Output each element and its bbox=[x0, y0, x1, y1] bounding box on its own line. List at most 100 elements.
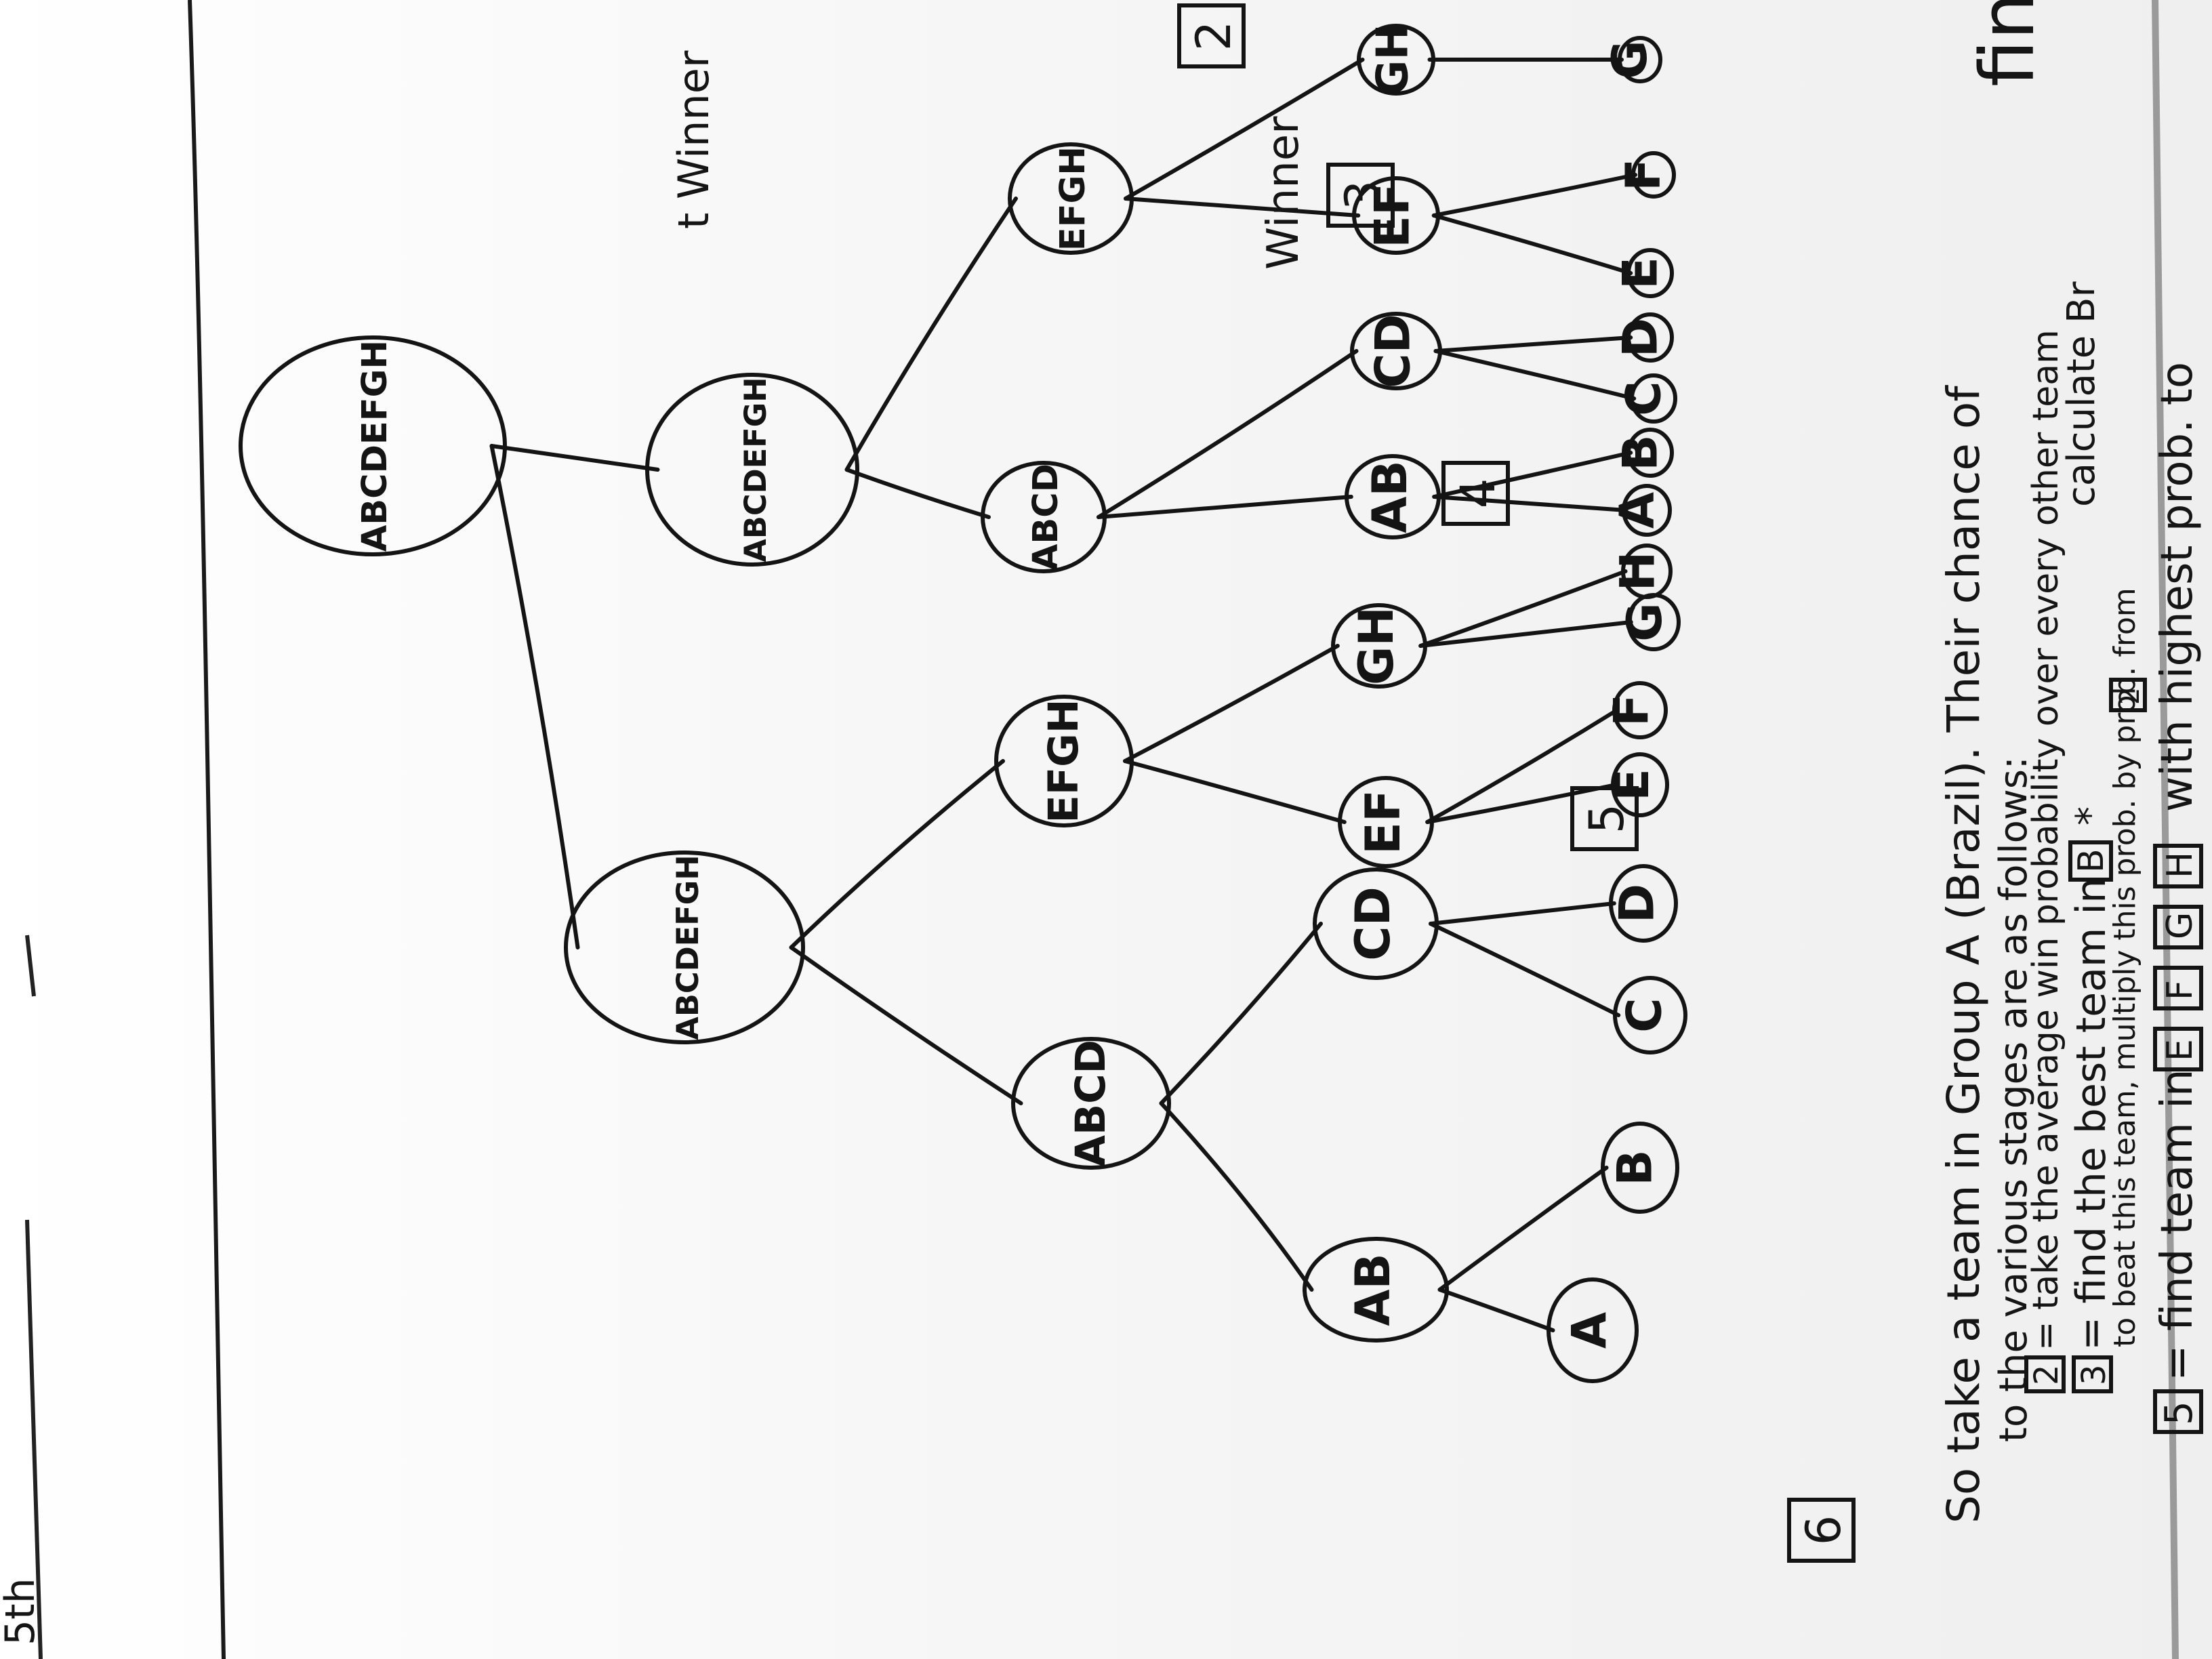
bracket-link bbox=[1429, 922, 1621, 1017]
bracket-link bbox=[1431, 213, 1633, 275]
bracket-node-label: ABCD bbox=[1067, 1040, 1115, 1167]
bracket-link bbox=[1425, 708, 1619, 824]
bracket-node-l3h: GH bbox=[1357, 24, 1435, 96]
svg-text:= find the best team in: = find the best team in bbox=[2068, 878, 2115, 1351]
svg-text:3: 3 bbox=[2075, 1364, 2113, 1385]
note-box-F bbox=[2153, 966, 2203, 1010]
note-line-1: So take a team in Group A (Brazil). Thei… bbox=[1938, 385, 1990, 1523]
left-fragment: 5th bbox=[0, 1578, 44, 1645]
board-edge-line bbox=[188, 0, 226, 1659]
bracket-node-label: G bbox=[1602, 40, 1658, 79]
bracket-node-label: CD bbox=[1366, 314, 1421, 388]
bracket-node-label: CD bbox=[1345, 886, 1401, 960]
stage-labels: 6 5 4 3 2 bbox=[1177, 3, 1856, 1563]
bracket-link bbox=[1418, 620, 1633, 648]
note-line-5: to beat this team, multiply this prob. b… bbox=[2108, 588, 2147, 1347]
bracket-node-root: ABCDEFGH bbox=[239, 335, 507, 556]
bracket-node-l4c: ABCD bbox=[981, 461, 1107, 573]
bracket-node-label: A bbox=[1562, 1312, 1618, 1349]
bracket-node-label: B bbox=[1607, 1149, 1663, 1185]
svg-text:B: B bbox=[2071, 848, 2112, 873]
svg-text:with highest prob. to: with highest prob. to bbox=[2152, 362, 2203, 812]
bracket-node-l4d: EFGH bbox=[1008, 142, 1134, 255]
bracket-link bbox=[789, 759, 1005, 949]
stage-label-s3: 3 bbox=[1326, 163, 1395, 228]
svg-text:*: * bbox=[2068, 806, 2112, 825]
note-box-label: E bbox=[2160, 1039, 2200, 1061]
bracket-link bbox=[1433, 349, 1637, 401]
bracket-node-l2c: C bbox=[1613, 976, 1687, 1054]
bracket-link bbox=[1431, 173, 1637, 218]
bracket-link bbox=[1159, 922, 1323, 1105]
bracket-node-label: F bbox=[1616, 159, 1671, 191]
bracket-node-label: EFGH bbox=[1040, 699, 1088, 823]
note-box-H bbox=[2153, 844, 2203, 888]
bracket-node-l3a: AB bbox=[1303, 1237, 1449, 1343]
board-frame-right bbox=[2152, 0, 2179, 1659]
svg-text:2: 2 bbox=[2114, 688, 2146, 705]
note-line-4: 3 = find the best team in B * calculate … bbox=[2060, 281, 2115, 1393]
svg-text:3: 3 bbox=[1335, 180, 1391, 211]
svg-text:to beat this team, multiply th: to beat this team, multiply this prob. b… bbox=[2108, 588, 2142, 1347]
note-line-2: to the various stages are as follows: bbox=[1992, 756, 2036, 1442]
stage-label-s6: 6 bbox=[1787, 1498, 1856, 1563]
bracket-node-l2j: B bbox=[1613, 428, 1674, 478]
bracket-link bbox=[1437, 1288, 1555, 1332]
bracket-node-label: EFGH bbox=[1053, 146, 1093, 251]
bracket-node-label: GH bbox=[1368, 24, 1418, 96]
bracket-link bbox=[1429, 901, 1616, 926]
bracket-link bbox=[1432, 495, 1629, 512]
bracket-node-label: ABCDEFGH bbox=[355, 340, 395, 552]
bracket-node-l4a: ABCD bbox=[1011, 1037, 1171, 1170]
bracket-node-l2l: D bbox=[1613, 312, 1674, 363]
svg-text:2: 2 bbox=[2028, 1364, 2066, 1385]
bracket-link bbox=[1097, 349, 1359, 519]
svg-text:2: 2 bbox=[1186, 21, 1242, 52]
bracket-node-l2f: F bbox=[1603, 681, 1668, 739]
bracket-node-l5b: ABCDEFGH bbox=[645, 373, 859, 567]
bracket-node-label: C bbox=[1617, 998, 1673, 1032]
stage-label-s4: 4 bbox=[1441, 461, 1510, 526]
note-box-E bbox=[2153, 1027, 2203, 1071]
bracket-node-label: D bbox=[1613, 318, 1668, 357]
bracket-node-l2h: H bbox=[1610, 544, 1673, 599]
bracket-node-l2k: C bbox=[1616, 373, 1677, 424]
bracket-node-label: A bbox=[1610, 492, 1665, 529]
bracket-node-l3e: AB bbox=[1345, 454, 1441, 539]
bracket-link bbox=[1123, 644, 1340, 763]
bracket-link bbox=[1437, 1166, 1609, 1292]
bracket-link bbox=[844, 197, 1018, 472]
bracket-node-l3b: CD bbox=[1313, 867, 1439, 980]
svg-text:5: 5 bbox=[1579, 804, 1635, 834]
note-box-G bbox=[2153, 905, 2203, 949]
bracket-link bbox=[489, 444, 580, 949]
bracket-node-l2m: E bbox=[1613, 248, 1674, 298]
bracket-node-label: E bbox=[1604, 769, 1660, 801]
bracket-link bbox=[1123, 759, 1347, 824]
bracket-node-label: D bbox=[1609, 884, 1664, 923]
bracket-node-label: H bbox=[1610, 552, 1666, 592]
stage-label-s5: 5 bbox=[1570, 786, 1639, 851]
note-line-3: 2 = take the average win probability ove… bbox=[2024, 329, 2066, 1393]
bracket-node-label: ABCD bbox=[1026, 464, 1066, 571]
bracket-node-label: AB bbox=[1345, 1253, 1401, 1326]
bracket-node-l2a: A bbox=[1547, 1277, 1639, 1383]
bracket-node-l2g: G bbox=[1617, 593, 1681, 651]
bracket-nodes: ABCDEFGHABCDEFGHABCDEFGHABCDEFGHABCDEFGH… bbox=[239, 24, 1687, 1383]
bracket-link bbox=[1097, 495, 1353, 519]
bracket-node-label: B bbox=[1613, 434, 1668, 470]
bracket-node-label: EF bbox=[1355, 790, 1411, 855]
bracket-node-label: AB bbox=[1362, 460, 1418, 533]
bracket-node-l2b: B bbox=[1601, 1122, 1679, 1214]
note-box-label: F bbox=[2160, 980, 2200, 1000]
bracket-node-l3c: EF bbox=[1338, 776, 1434, 868]
winner-label: Winner bbox=[1258, 116, 1309, 270]
svg-text:calculate Br: calculate Br bbox=[2060, 281, 2104, 507]
bracket-node-l2e: E bbox=[1604, 752, 1669, 817]
svg-text:5: 5 bbox=[2157, 1401, 2201, 1425]
bracket-link bbox=[1124, 197, 1361, 218]
bracket-node-l2i: A bbox=[1610, 484, 1672, 537]
note-box-label: G bbox=[2160, 912, 2200, 939]
